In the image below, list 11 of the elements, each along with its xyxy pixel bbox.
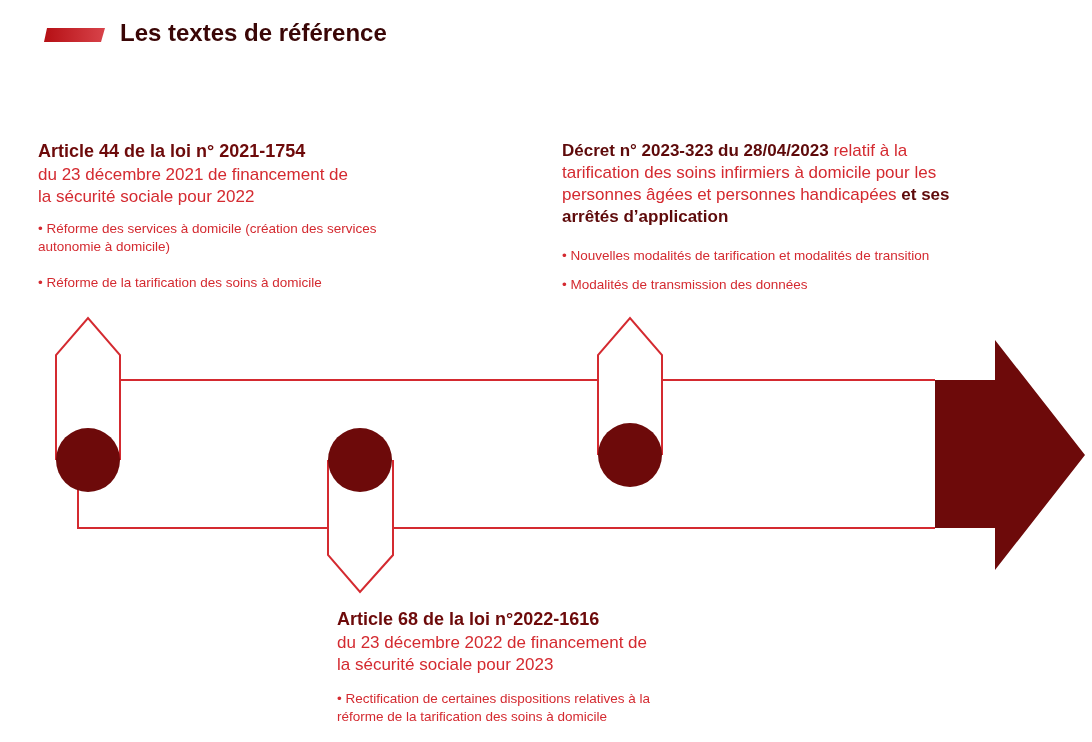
bullet-item: • Rectification de certaines dispositions relatives à la réforme de la tarification des soins à domicile	[337, 690, 652, 726]
bullet-item: • Réforme de la tarification des soins à domicile	[38, 274, 323, 292]
bullet-item: • Modalités de transmission des données	[562, 276, 809, 294]
law-description: du 23 décembre 2021 de financement de la sécurité sociale pour 2022	[38, 164, 349, 209]
bullet-item: • Nouvelles modalités de tarification et modalités de transition	[562, 247, 931, 265]
law-heading: Article 44 de la loi n° 2021-1754	[38, 140, 307, 163]
law-heading: Article 68 de la loi n°2022-1616	[337, 608, 601, 631]
law-description: du 23 décembre 2022 de financement de la sécurité sociale pour 2023	[337, 632, 648, 677]
bullet-item: • Réforme des services à domicile (création des services autonomie à domicile)	[38, 220, 378, 256]
title: Les textes de référence	[120, 18, 387, 48]
decree-description: Décret n° 2023-323 du 28/04/2023 relatif à la tarification des soins infirmiers à domicile pour les personnes âgées et personnes handicapées et ses arrêtés d’application	[562, 140, 951, 229]
